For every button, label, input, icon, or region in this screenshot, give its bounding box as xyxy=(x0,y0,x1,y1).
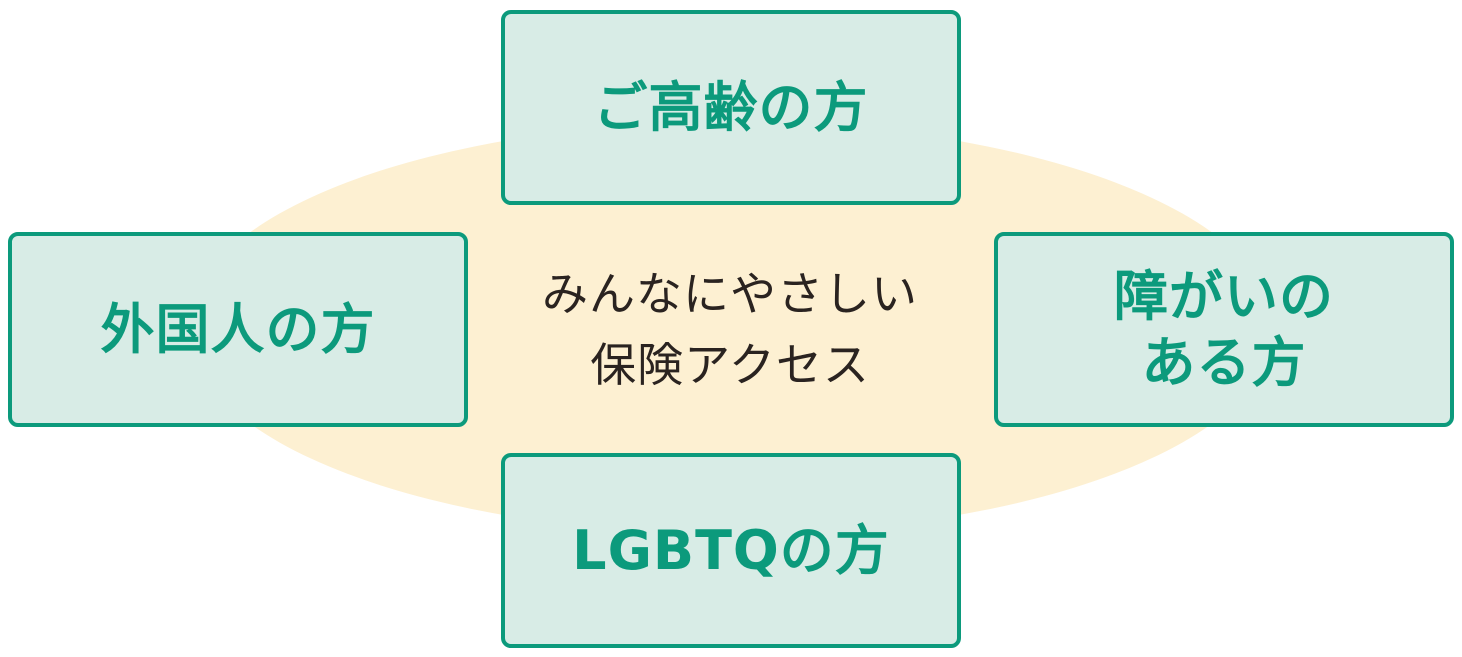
box-elderly: ご高齢の方 xyxy=(501,10,961,205)
box-lgbtq: LGBTQの方 xyxy=(501,453,961,648)
box-foreigners: 外国人の方 xyxy=(8,232,468,427)
center-caption: みんなにやさしい 保険アクセス xyxy=(480,240,980,420)
box-lgbtq-label: LGBTQの方 xyxy=(572,518,890,582)
box-foreigners-label: 外国人の方 xyxy=(100,297,376,361)
center-caption-line2: 保険アクセス xyxy=(590,338,870,392)
box-disabilities-label: 障がいの ある方 xyxy=(1114,264,1334,394)
box-elderly-label: ご高齢の方 xyxy=(593,75,869,139)
box-disabilities: 障がいの ある方 xyxy=(994,232,1454,427)
center-caption-line1: みんなにやさしい xyxy=(542,266,918,321)
